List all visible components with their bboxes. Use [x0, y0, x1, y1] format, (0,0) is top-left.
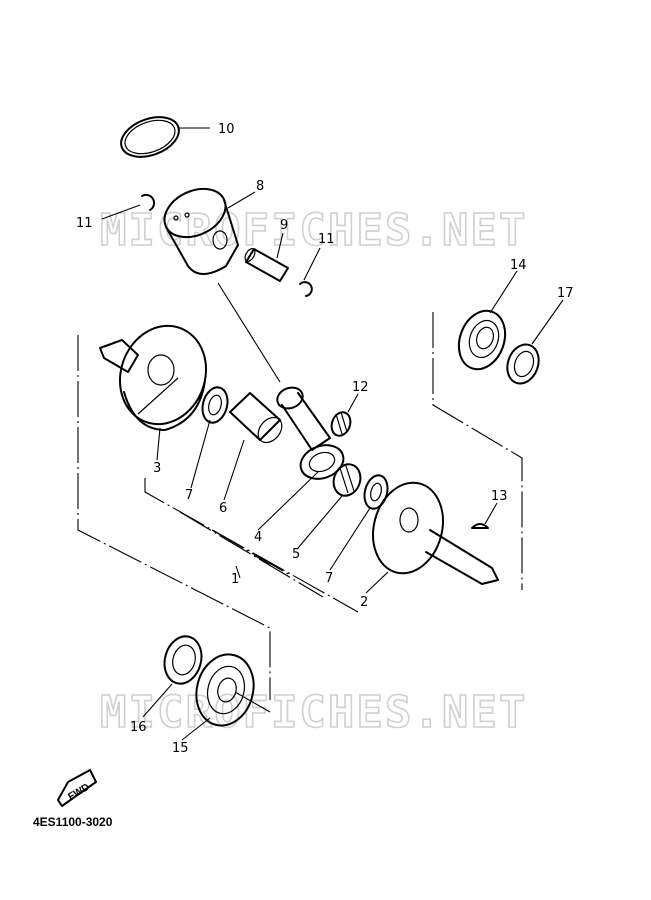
- oil-seal-left: [163, 635, 203, 685]
- leader-lines: [101, 127, 564, 741]
- thrust-washer-left: [201, 386, 229, 424]
- callout-2: 2: [360, 595, 368, 610]
- assembly-bracket-lines: [77, 312, 523, 700]
- crank-right: [372, 481, 499, 585]
- fwd-label: FWD: [66, 782, 91, 803]
- callout-11-left: 11: [76, 216, 93, 231]
- callout-9: 9: [280, 218, 288, 233]
- piston: [163, 187, 239, 275]
- callout-6: 6: [219, 501, 227, 516]
- piston-pin: [244, 248, 289, 282]
- callout-11-right: 11: [318, 232, 335, 247]
- piston-pin-clip-right: [299, 281, 313, 297]
- crank-pin: [229, 392, 283, 444]
- watermark-bottom: MICROFICHES.NET: [100, 687, 527, 738]
- callout-5: 5: [292, 547, 300, 562]
- callout-4: 4: [254, 530, 262, 545]
- callout-3: 3: [153, 461, 161, 476]
- callout-12: 12: [352, 380, 369, 395]
- callout-13: 13: [491, 489, 508, 504]
- oil-seal-right: [506, 343, 540, 385]
- crankshaft-bearing-left: [195, 653, 271, 727]
- callout-7-left: 7: [185, 488, 193, 503]
- callout-15: 15: [172, 741, 189, 756]
- connecting-rod: [276, 386, 345, 480]
- watermark-top: MICROFICHES.NET: [100, 205, 527, 256]
- small-end-bearing: [330, 411, 352, 437]
- crank-left: [99, 324, 208, 431]
- callout-17: 17: [557, 286, 574, 301]
- part-code: 4ES1100-3020: [33, 815, 113, 829]
- piston-ring: [120, 116, 180, 158]
- thrust-washer-right: [363, 474, 389, 510]
- callout-10: 10: [218, 122, 235, 137]
- forward-arrow-icon: FWD: [57, 769, 97, 807]
- callout-16: 16: [130, 720, 147, 735]
- callout-8: 8: [256, 179, 264, 194]
- callout-1: 1: [231, 572, 239, 587]
- callout-7-right: 7: [325, 571, 333, 586]
- piston-pin-clip-left: [141, 193, 156, 211]
- big-end-bearing: [332, 463, 362, 497]
- crankshaft-bearing-right: [457, 309, 507, 371]
- callout-14: 14: [510, 258, 527, 273]
- woodruff-key: [471, 523, 489, 529]
